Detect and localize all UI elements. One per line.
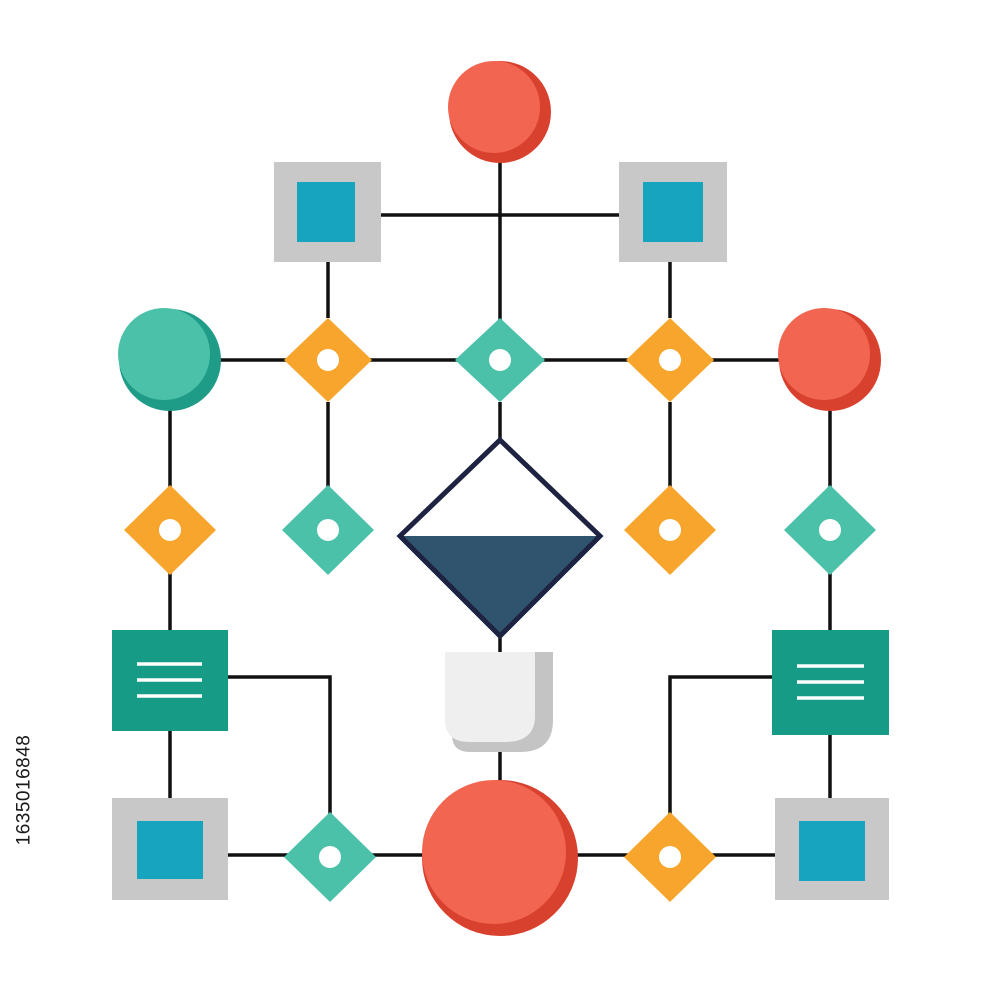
mid-right-orange-diamond [626,318,714,402]
shield-node [445,652,553,752]
row3-far-right-teal-diamond [784,485,876,575]
central-funnel-decision [396,436,604,640]
right-document-node [772,630,889,735]
bottom-left-teal-diamond [284,812,376,902]
connector-right-doc-elbow [668,675,772,820]
bottom-center-red-circle [422,780,578,936]
stock-id-text: 1635016848 [13,734,35,846]
bottom-left-square-node [112,798,228,900]
bottom-right-square-node [775,798,889,900]
right-red-circle [778,308,881,411]
connector-left-doc-elbow [228,675,332,820]
left-document-node [112,630,228,731]
bottom-right-orange-diamond [624,812,716,902]
top-red-circle [448,61,551,163]
mid-center-teal-diamond [455,318,545,402]
row3-left-teal-diamond [282,485,374,575]
mid-left-orange-diamond [284,318,372,402]
row3-far-left-orange-diamond [124,485,216,575]
stock-id-label: 1635016848 [4,680,44,900]
left-teal-circle [118,308,221,411]
top-left-square-node [274,162,381,262]
row3-right-orange-diamond [624,485,716,575]
top-right-square-node [619,162,727,262]
